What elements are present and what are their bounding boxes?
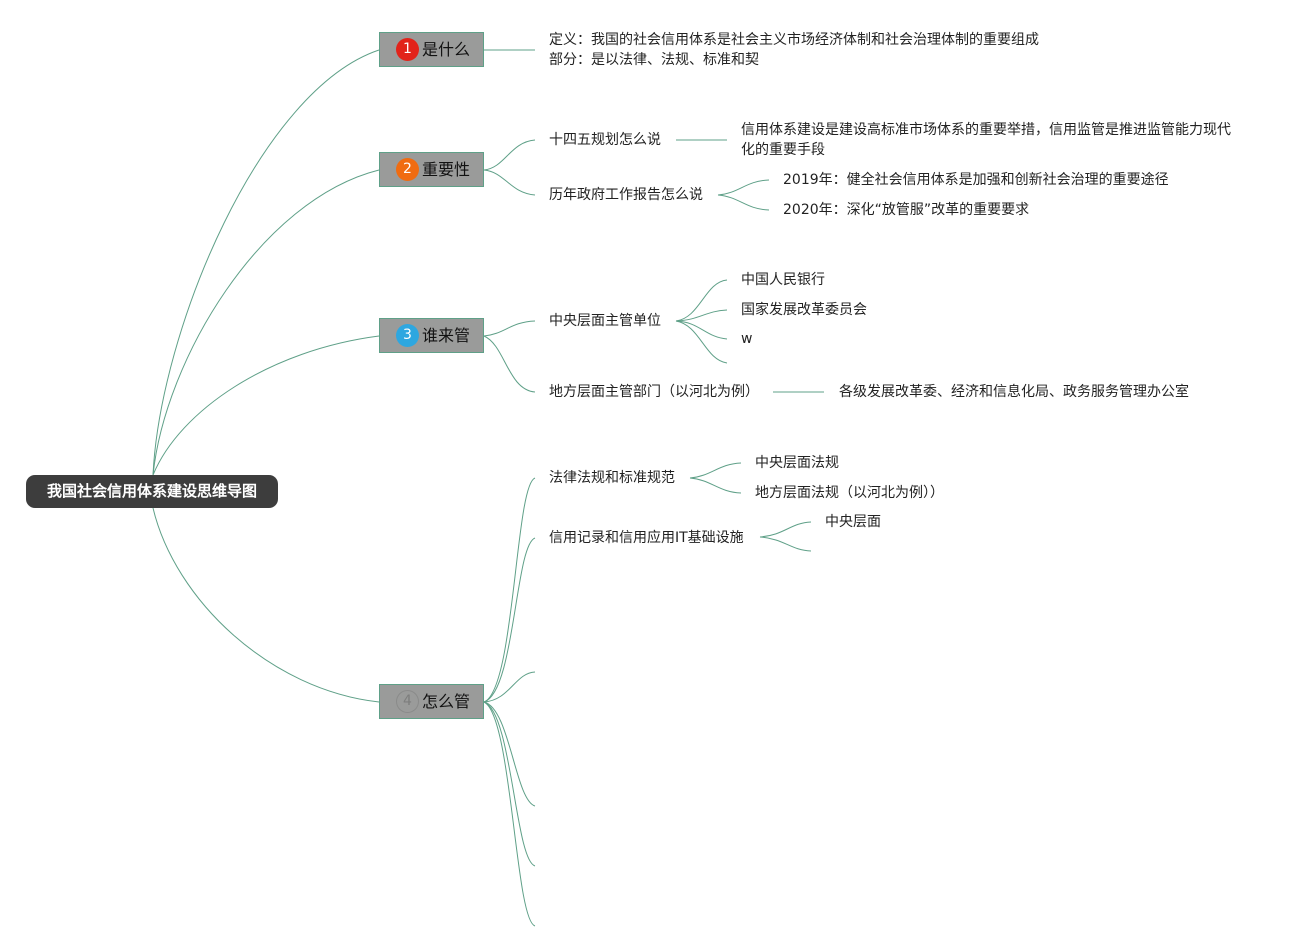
link-central-empty bbox=[675, 320, 728, 364]
topic-central-authority[interactable]: 中央层面主管单位 bbox=[549, 313, 661, 329]
link-central-ndrc bbox=[675, 309, 728, 322]
link-root-branch-2 bbox=[152, 169, 380, 476]
topic-local-detail[interactable]: 各级发展改革委、经济和信息化局、政务服务管理办公室 bbox=[839, 384, 1189, 400]
link-it-central bbox=[759, 521, 812, 538]
branch-importance-label: 重要性 bbox=[422, 160, 471, 179]
definition-text[interactable]: 定义：我国的社会信用体系是社会主义市场经济体制和社会治理体制的重要组成 部分：是… bbox=[549, 32, 1039, 68]
branch-how-label: 怎么管 bbox=[422, 692, 471, 711]
link-root-branch-1 bbox=[152, 49, 380, 476]
topic-laws-standards[interactable]: 法律法规和标准规范 bbox=[549, 470, 675, 486]
branch-how[interactable]: 4 怎么管 bbox=[379, 684, 484, 719]
priority-1-icon: 1 bbox=[396, 38, 419, 61]
priority-2-icon: 2 bbox=[396, 158, 419, 181]
link-reports-2019 bbox=[717, 179, 770, 196]
topic-government-reports[interactable]: 历年政府工作报告怎么说 bbox=[549, 187, 703, 203]
topic-credit-it[interactable]: 信用记录和信用应用IT基础设施 bbox=[549, 530, 744, 546]
topic-w[interactable]: w bbox=[741, 331, 753, 347]
link-law-central bbox=[689, 462, 742, 479]
topic-it-central[interactable]: 中央层面 bbox=[825, 514, 881, 530]
topic-local-laws[interactable]: 地方层面法规（以河北为例）） bbox=[755, 485, 944, 501]
link-b2-reports bbox=[483, 169, 536, 196]
link-b4-empty-1 bbox=[483, 671, 536, 703]
root-topic[interactable]: 我国社会信用体系建设思维导图 bbox=[26, 475, 278, 508]
link-root-branch-3 bbox=[152, 335, 380, 476]
topic-central-laws[interactable]: 中央层面法规 bbox=[755, 455, 839, 471]
link-b4-empty-2 bbox=[483, 701, 536, 807]
topic-ndrc[interactable]: 国家发展改革委员会 bbox=[741, 302, 867, 318]
link-b2-plan bbox=[483, 139, 536, 171]
link-b4-empty-3 bbox=[483, 701, 536, 867]
link-root-branch-4 bbox=[152, 507, 380, 703]
link-central-w bbox=[675, 320, 728, 340]
link-central-pboc bbox=[675, 279, 728, 322]
topic-14th-plan[interactable]: 十四五规划怎么说 bbox=[549, 132, 661, 148]
branch-what-label: 是什么 bbox=[422, 40, 471, 59]
topic-report-2020[interactable]: 2020年：深化“放管服”改革的重要要求 bbox=[783, 202, 1030, 218]
branch-who-label: 谁来管 bbox=[422, 326, 471, 345]
branch-who[interactable]: 3 谁来管 bbox=[379, 318, 484, 353]
topic-local-authority[interactable]: 地方层面主管部门（以河北为例） bbox=[549, 384, 759, 400]
priority-4-icon: 4 bbox=[396, 690, 419, 713]
link-it-empty bbox=[759, 536, 812, 552]
link-b4-law bbox=[483, 477, 536, 703]
topic-plan-detail[interactable]: 信用体系建设是建设高标准市场体系的重要举措，信用监管是推进监管能力现代 化的重要… bbox=[741, 122, 1231, 158]
branch-what[interactable]: 1 是什么 bbox=[379, 32, 484, 67]
topic-report-2019[interactable]: 2019年：健全社会信用体系是加强和创新社会治理的重要途径 bbox=[783, 172, 1169, 188]
link-law-local bbox=[689, 477, 742, 494]
link-b4-empty-4 bbox=[483, 701, 536, 927]
branch-importance[interactable]: 2 重要性 bbox=[379, 152, 484, 187]
priority-3-icon: 3 bbox=[396, 324, 419, 347]
link-b3-central bbox=[483, 320, 536, 337]
link-b4-it bbox=[483, 537, 536, 703]
link-b3-local bbox=[483, 335, 536, 393]
topic-pboc[interactable]: 中国人民银行 bbox=[741, 272, 825, 288]
link-reports-2020 bbox=[717, 194, 770, 211]
